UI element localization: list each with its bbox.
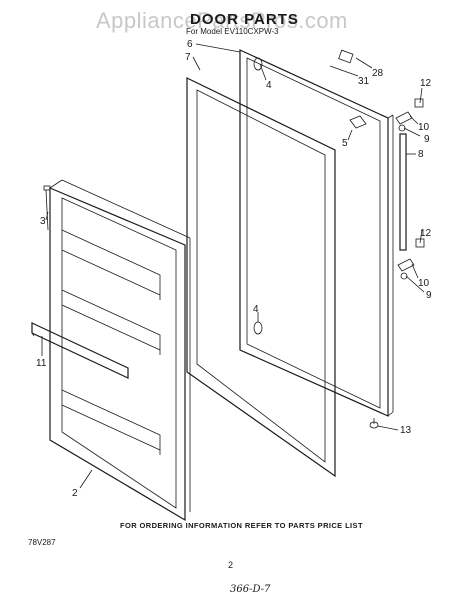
door-gasket bbox=[186, 77, 336, 478]
ordering-footer: FOR ORDERING INFORMATION REFER TO PARTS … bbox=[120, 521, 363, 530]
callout-5: 5 bbox=[342, 138, 348, 149]
diagram-code: 78V287 bbox=[28, 538, 56, 547]
hinge-strip bbox=[399, 133, 407, 251]
inner-door-liner bbox=[49, 179, 191, 522]
callout-4-lower: 4 bbox=[253, 304, 259, 315]
outer-door-panel bbox=[239, 49, 394, 417]
lower-hinge-parts bbox=[397, 238, 425, 280]
callout-12-upper: 12 bbox=[420, 78, 432, 89]
callout-3: 3 bbox=[40, 216, 46, 227]
callout-10-lower: 10 bbox=[418, 278, 430, 289]
callout-12-lower: 12 bbox=[420, 228, 432, 239]
diagram-title: DOOR PARTS bbox=[190, 11, 299, 28]
screw-3 bbox=[43, 185, 51, 231]
callout-9-upper: 9 bbox=[424, 134, 430, 145]
watermark: AppliancePartsPros.com bbox=[96, 8, 348, 33]
callout-4-upper: 4 bbox=[266, 80, 272, 91]
callout-31: 31 bbox=[358, 76, 370, 87]
callout-13: 13 bbox=[400, 425, 412, 436]
page-number: 2 bbox=[228, 560, 234, 570]
callout-6: 6 bbox=[187, 39, 193, 50]
callout-7: 7 bbox=[185, 52, 191, 63]
door-stop bbox=[369, 418, 379, 429]
callout-8: 8 bbox=[418, 149, 424, 160]
callout-11: 11 bbox=[36, 358, 47, 369]
callout-labels: 6 7 4 28 31 12 10 9 5 8 3 12 10 9 4 11 2… bbox=[36, 39, 432, 499]
callout-9-lower: 9 bbox=[426, 290, 432, 301]
model-subtitle: For Model EV110CXPW-3 bbox=[186, 27, 279, 36]
callout-2: 2 bbox=[72, 488, 78, 499]
handwritten-mark: 366-D-7 bbox=[230, 584, 271, 595]
shelf-bar bbox=[31, 322, 129, 379]
callout-28: 28 bbox=[372, 68, 384, 79]
callout-10-upper: 10 bbox=[418, 122, 430, 133]
leader-lines bbox=[41, 43, 425, 489]
